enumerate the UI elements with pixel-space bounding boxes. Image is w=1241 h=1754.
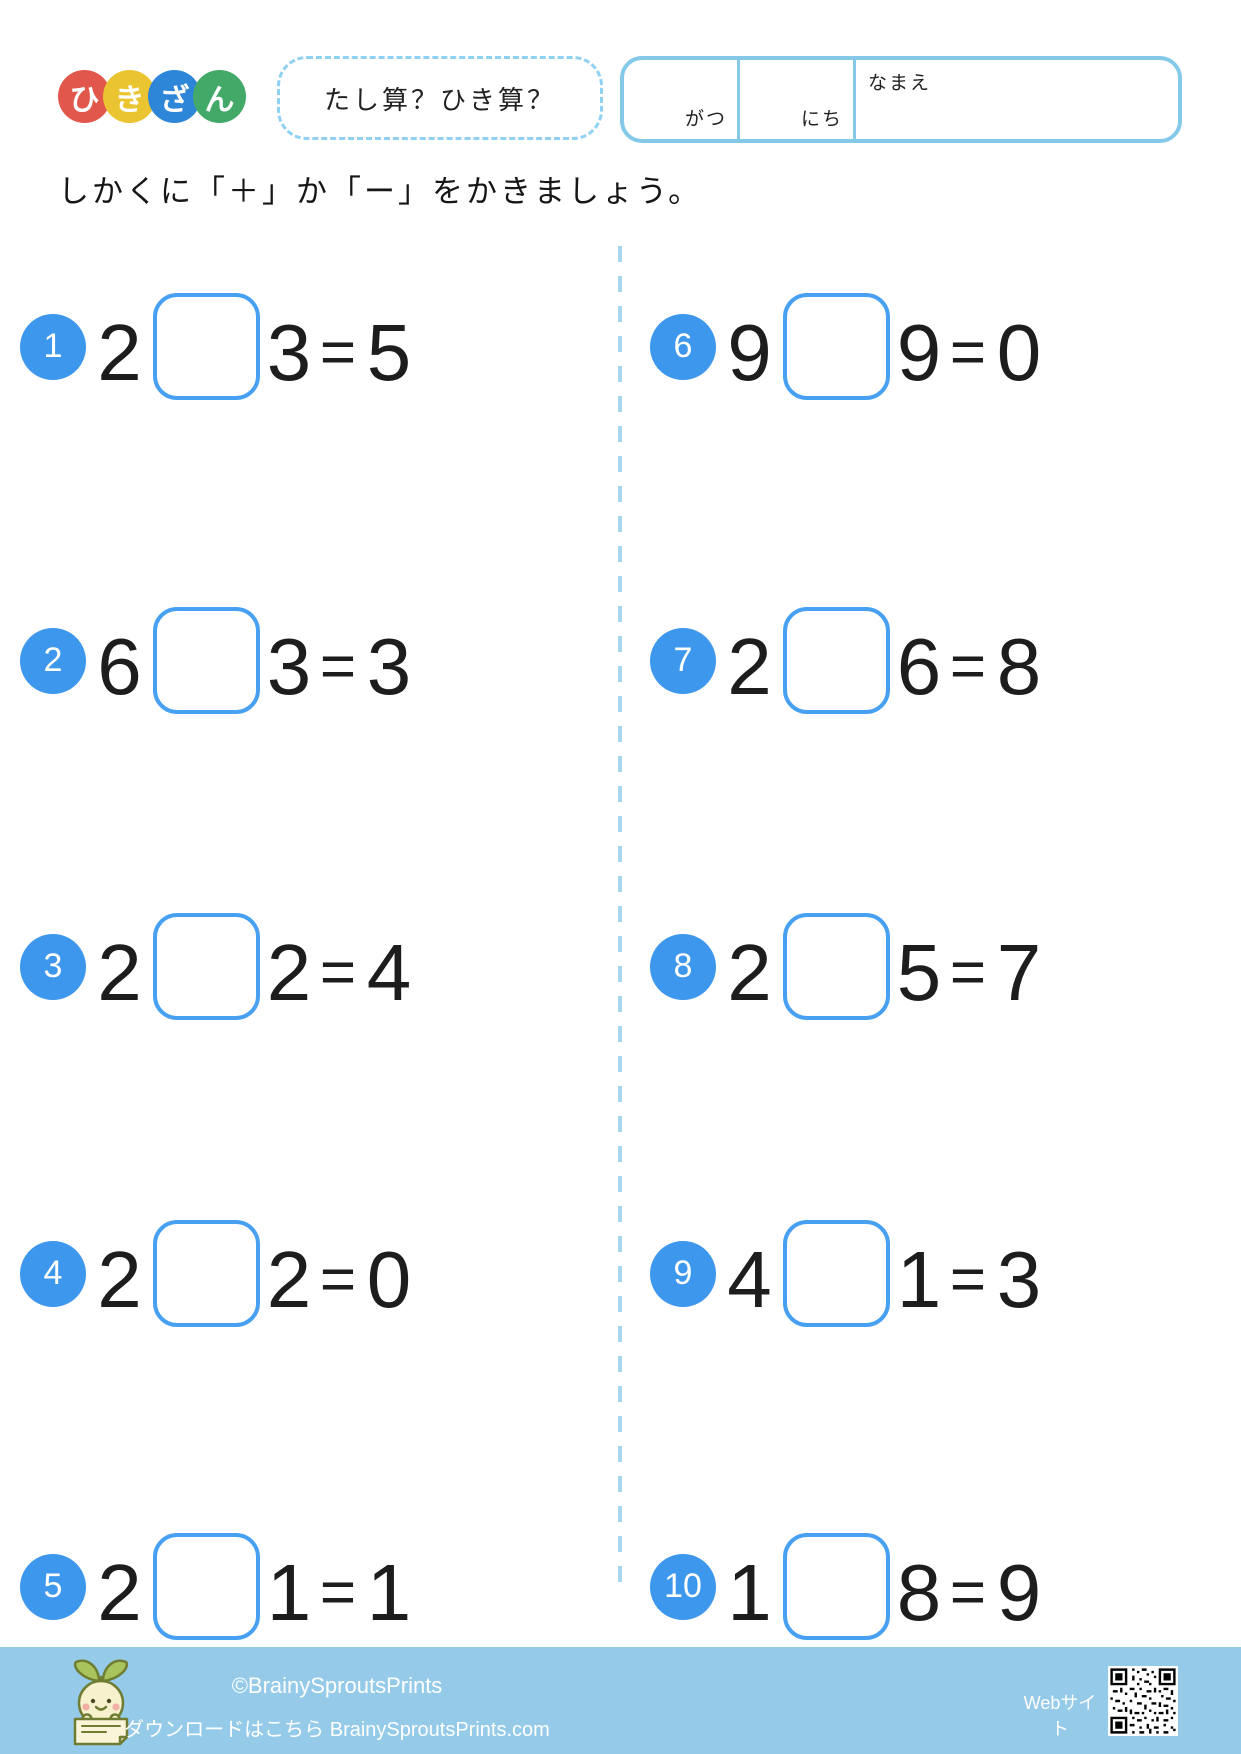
operand-b: 2 — [266, 1234, 312, 1324]
qr-code — [1108, 1666, 1178, 1736]
worksheet-subtitle-box: たし算？ひき算？ — [277, 56, 603, 140]
result-value: 3 — [996, 1234, 1042, 1324]
result-value: 4 — [366, 927, 412, 1017]
equals-sign: = — [319, 1557, 357, 1627]
problem-row: 4 2 2 = 0 — [20, 1220, 420, 1327]
equals-sign: = — [949, 1244, 987, 1314]
answer-box[interactable] — [153, 293, 260, 400]
name-field[interactable]: なまえ — [856, 60, 1178, 139]
operand-a: 2 — [727, 927, 772, 1017]
equals-sign: = — [319, 317, 357, 387]
problem-row: 3 2 2 = 4 — [20, 913, 420, 1020]
day-label: にち — [800, 109, 843, 130]
result-value: 1 — [366, 1547, 412, 1637]
operand-a: 2 — [97, 307, 142, 397]
answer-box[interactable] — [783, 1220, 890, 1327]
worksheet-subtitle: たし算？ひき算？ — [323, 84, 556, 115]
problem-number-badge: 10 — [650, 1553, 716, 1620]
answer-box[interactable] — [153, 1220, 260, 1327]
equals-sign: = — [949, 317, 987, 387]
logo-char-za: ざ — [148, 70, 201, 123]
operand-b: 9 — [896, 307, 942, 397]
operand-b: 3 — [266, 307, 312, 397]
operand-a: 2 — [97, 1547, 142, 1637]
operand-a: 2 — [727, 621, 772, 711]
problem-number-badge: 5 — [20, 1553, 86, 1620]
operand-b: 8 — [896, 1547, 942, 1637]
operand-b: 1 — [266, 1547, 312, 1637]
answer-box[interactable] — [153, 913, 260, 1020]
operand-a: 2 — [97, 927, 142, 1017]
problem-row: 5 2 1 = 1 — [20, 1533, 420, 1640]
problem-number-badge: 2 — [20, 627, 86, 694]
equals-sign: = — [319, 937, 357, 1007]
answer-box[interactable] — [783, 913, 890, 1020]
instruction-text: しかくに「＋」か「ー」をかきましょう。 — [58, 174, 703, 209]
operand-b: 2 — [266, 927, 312, 1017]
month-label: がつ — [684, 109, 727, 130]
result-value: 0 — [366, 1234, 412, 1324]
problem-row: 7 2 6 = 8 — [650, 607, 1050, 714]
answer-box[interactable] — [783, 293, 890, 400]
problem-number-badge: 9 — [650, 1240, 716, 1307]
problem-number-badge: 1 — [20, 313, 86, 380]
operand-a: 2 — [97, 1234, 142, 1324]
month-field[interactable]: がつ — [624, 60, 740, 139]
equals-sign: = — [949, 937, 987, 1007]
problem-number-badge: 3 — [20, 933, 86, 1000]
footer-band: ©BrainySproutsPrints ダウンロードはこちら BrainySp… — [0, 1647, 1241, 1754]
answer-box[interactable] — [783, 607, 890, 714]
result-value: 7 — [996, 927, 1042, 1017]
operand-b: 3 — [266, 621, 312, 711]
problem-row: 10 1 8 = 9 — [650, 1533, 1050, 1640]
operand-a: 9 — [727, 307, 772, 397]
logo-char-ki: き — [103, 70, 156, 123]
result-value: 0 — [996, 307, 1042, 397]
logo-char-n: ん — [193, 70, 246, 123]
problem-row: 8 2 5 = 7 — [650, 913, 1050, 1020]
operand-b: 1 — [896, 1234, 942, 1324]
worksheet-logo: ひ き ざ ん — [58, 70, 246, 123]
result-value: 5 — [366, 307, 412, 397]
problem-row: 6 9 9 = 0 — [650, 293, 1050, 400]
sprout-mascot-icon — [73, 1659, 129, 1746]
equals-sign: = — [949, 631, 987, 701]
problem-row: 2 6 3 = 3 — [20, 607, 420, 714]
day-field[interactable]: にち — [740, 60, 856, 139]
answer-box[interactable] — [153, 607, 260, 714]
equals-sign: = — [319, 1244, 357, 1314]
problem-row: 9 4 1 = 3 — [650, 1220, 1050, 1327]
date-name-box: がつ にち なまえ — [620, 56, 1182, 143]
name-label: なまえ — [868, 73, 932, 94]
operand-b: 5 — [896, 927, 942, 1017]
problem-row: 1 2 3 = 5 — [20, 293, 420, 400]
operand-a: 4 — [727, 1234, 772, 1324]
result-value: 9 — [996, 1547, 1042, 1637]
result-value: 8 — [996, 621, 1042, 711]
result-value: 3 — [366, 621, 412, 711]
operand-a: 6 — [97, 621, 142, 711]
footer-website-label: Webサイト — [1023, 1693, 1097, 1739]
problem-number-badge: 6 — [650, 313, 716, 380]
answer-box[interactable] — [783, 1533, 890, 1640]
operand-b: 6 — [896, 621, 942, 711]
problem-number-badge: 7 — [650, 627, 716, 694]
equals-sign: = — [949, 1557, 987, 1627]
answer-box[interactable] — [153, 1533, 260, 1640]
problem-number-badge: 8 — [650, 933, 716, 1000]
equals-sign: = — [319, 631, 357, 701]
logo-char-hi: ひ — [58, 70, 111, 123]
footer-copyright: ©BrainySproutsPrints — [231, 1673, 443, 1698]
problem-number-badge: 4 — [20, 1240, 86, 1307]
operand-a: 1 — [727, 1547, 772, 1637]
column-divider — [618, 246, 622, 1592]
footer-download-text: ダウンロードはこちら BrainySproutsPrints.com — [124, 1719, 550, 1741]
